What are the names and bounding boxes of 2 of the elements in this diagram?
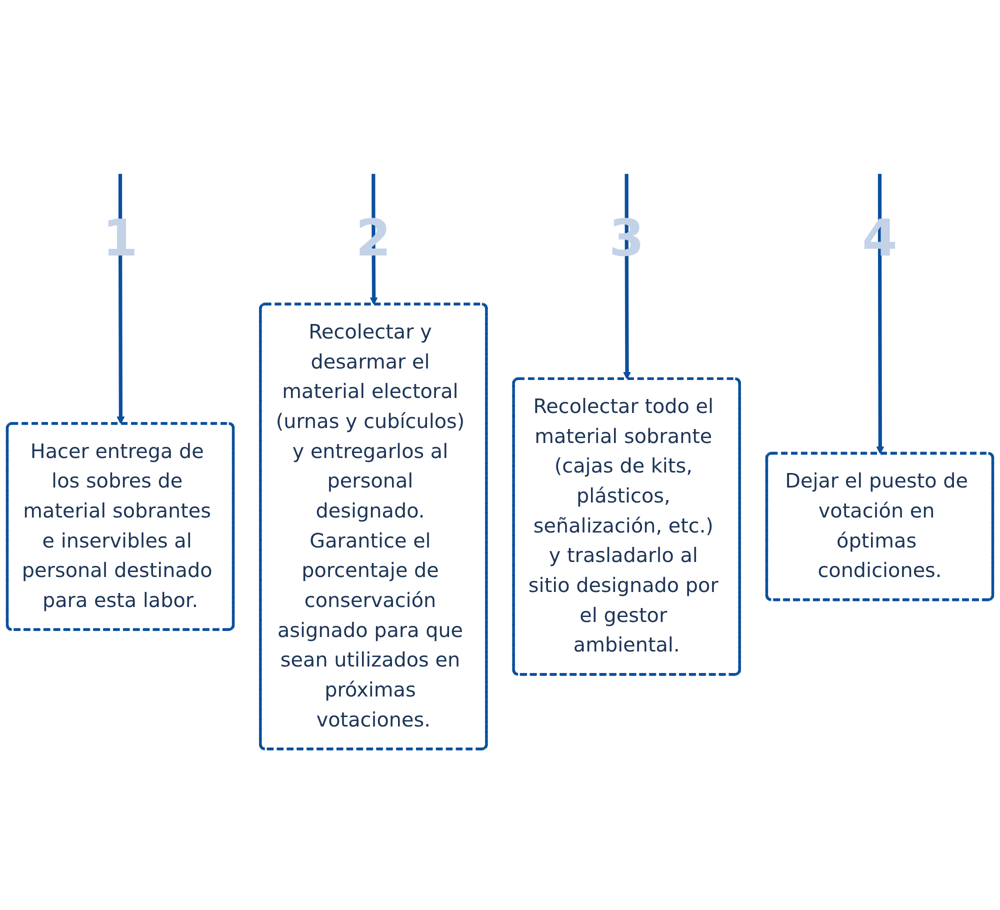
arrow	[623, 174, 631, 380]
arrow	[876, 174, 884, 454]
